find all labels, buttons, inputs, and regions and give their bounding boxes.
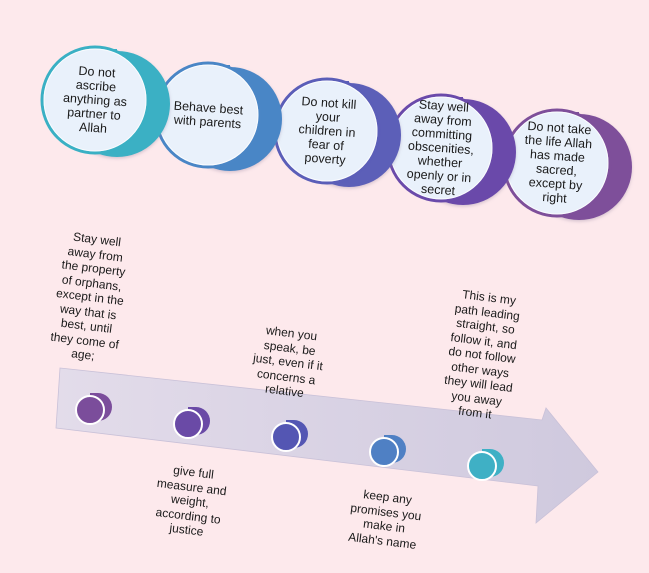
step-circle-2 (154, 61, 282, 171)
step-circle-3 (273, 77, 401, 187)
step-circle-4 (386, 93, 516, 205)
step-circle-line: poverty (304, 150, 346, 168)
timeline-dot-5 (467, 449, 504, 481)
timeline-dot-1 (75, 393, 112, 425)
timeline-dot-3 (271, 420, 308, 452)
timeline-dot-4 (369, 435, 406, 467)
timeline-arrow (55, 367, 599, 524)
step-circle-1 (40, 45, 170, 157)
timeline-dot-2 (173, 407, 210, 439)
step-circle-5 (502, 108, 632, 220)
